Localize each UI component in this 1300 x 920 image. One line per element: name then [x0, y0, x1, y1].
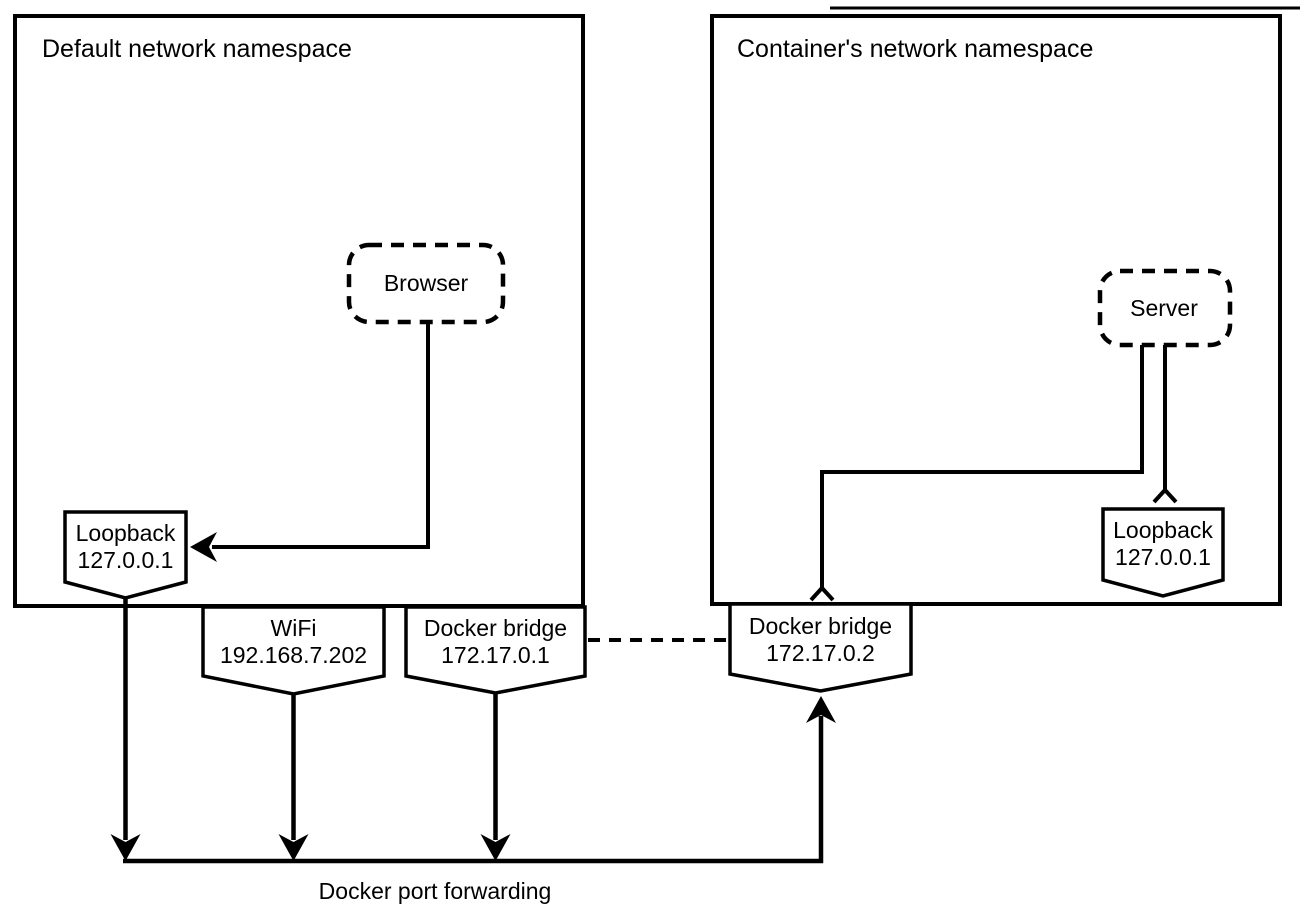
host-docker-bridge-interface-shape: [404, 605, 587, 695]
wifi-interface-shape: [201, 605, 386, 696]
wifi-ip: 192.168.7.202: [220, 642, 367, 668]
container-namespace-box: [710, 14, 1282, 606]
server-to-bridge-connector: [820, 344, 1144, 588]
server-process-shape: [1097, 268, 1233, 348]
port-forwarding-bus-line: [123, 716, 824, 864]
host-loopback-ip: 127.0.0.1: [78, 547, 174, 573]
container-namespace-title: Container's network namespace: [737, 35, 1093, 63]
server-label: Server: [1130, 295, 1198, 321]
diagram-caption: Docker port forwarding: [319, 878, 552, 904]
host-docker-bridge-name: Docker bridge: [424, 615, 567, 641]
bridge-forwarding-arrowhead: [480, 834, 511, 861]
container-loopback-name: Loopback: [1113, 517, 1213, 543]
wifi-forwarding-arrowhead: [278, 834, 309, 861]
host-loopback-name: Loopback: [76, 520, 176, 546]
browser-to-loopback-arrowhead: [190, 532, 217, 562]
browser-to-loopback-connector: [212, 321, 430, 549]
container-loopback-ip: 127.0.0.1: [1115, 544, 1211, 570]
container-loopback-interface-shape: [1101, 507, 1225, 598]
host-docker-bridge-ip: 172.17.0.1: [441, 642, 550, 668]
browser-label: Browser: [384, 270, 469, 296]
container-docker-bridge-name: Docker bridge: [749, 613, 892, 639]
container-docker-bridge-ip: 172.17.0.2: [766, 640, 875, 666]
server-to-container-loopback-forkhead: [1152, 487, 1178, 504]
wifi-name: WiFi: [271, 615, 317, 641]
host-loopback-interface-shape: [63, 510, 188, 600]
container-docker-bridge-interface-shape: [728, 602, 913, 693]
bus-to-bridge-arrowhead: [806, 696, 836, 723]
server-to-bridge-forkhead: [809, 585, 835, 602]
loopback-forwarding-arrowhead: [110, 834, 141, 861]
default-namespace-title: Default network namespace: [42, 35, 352, 63]
browser-process-shape: [346, 242, 506, 325]
